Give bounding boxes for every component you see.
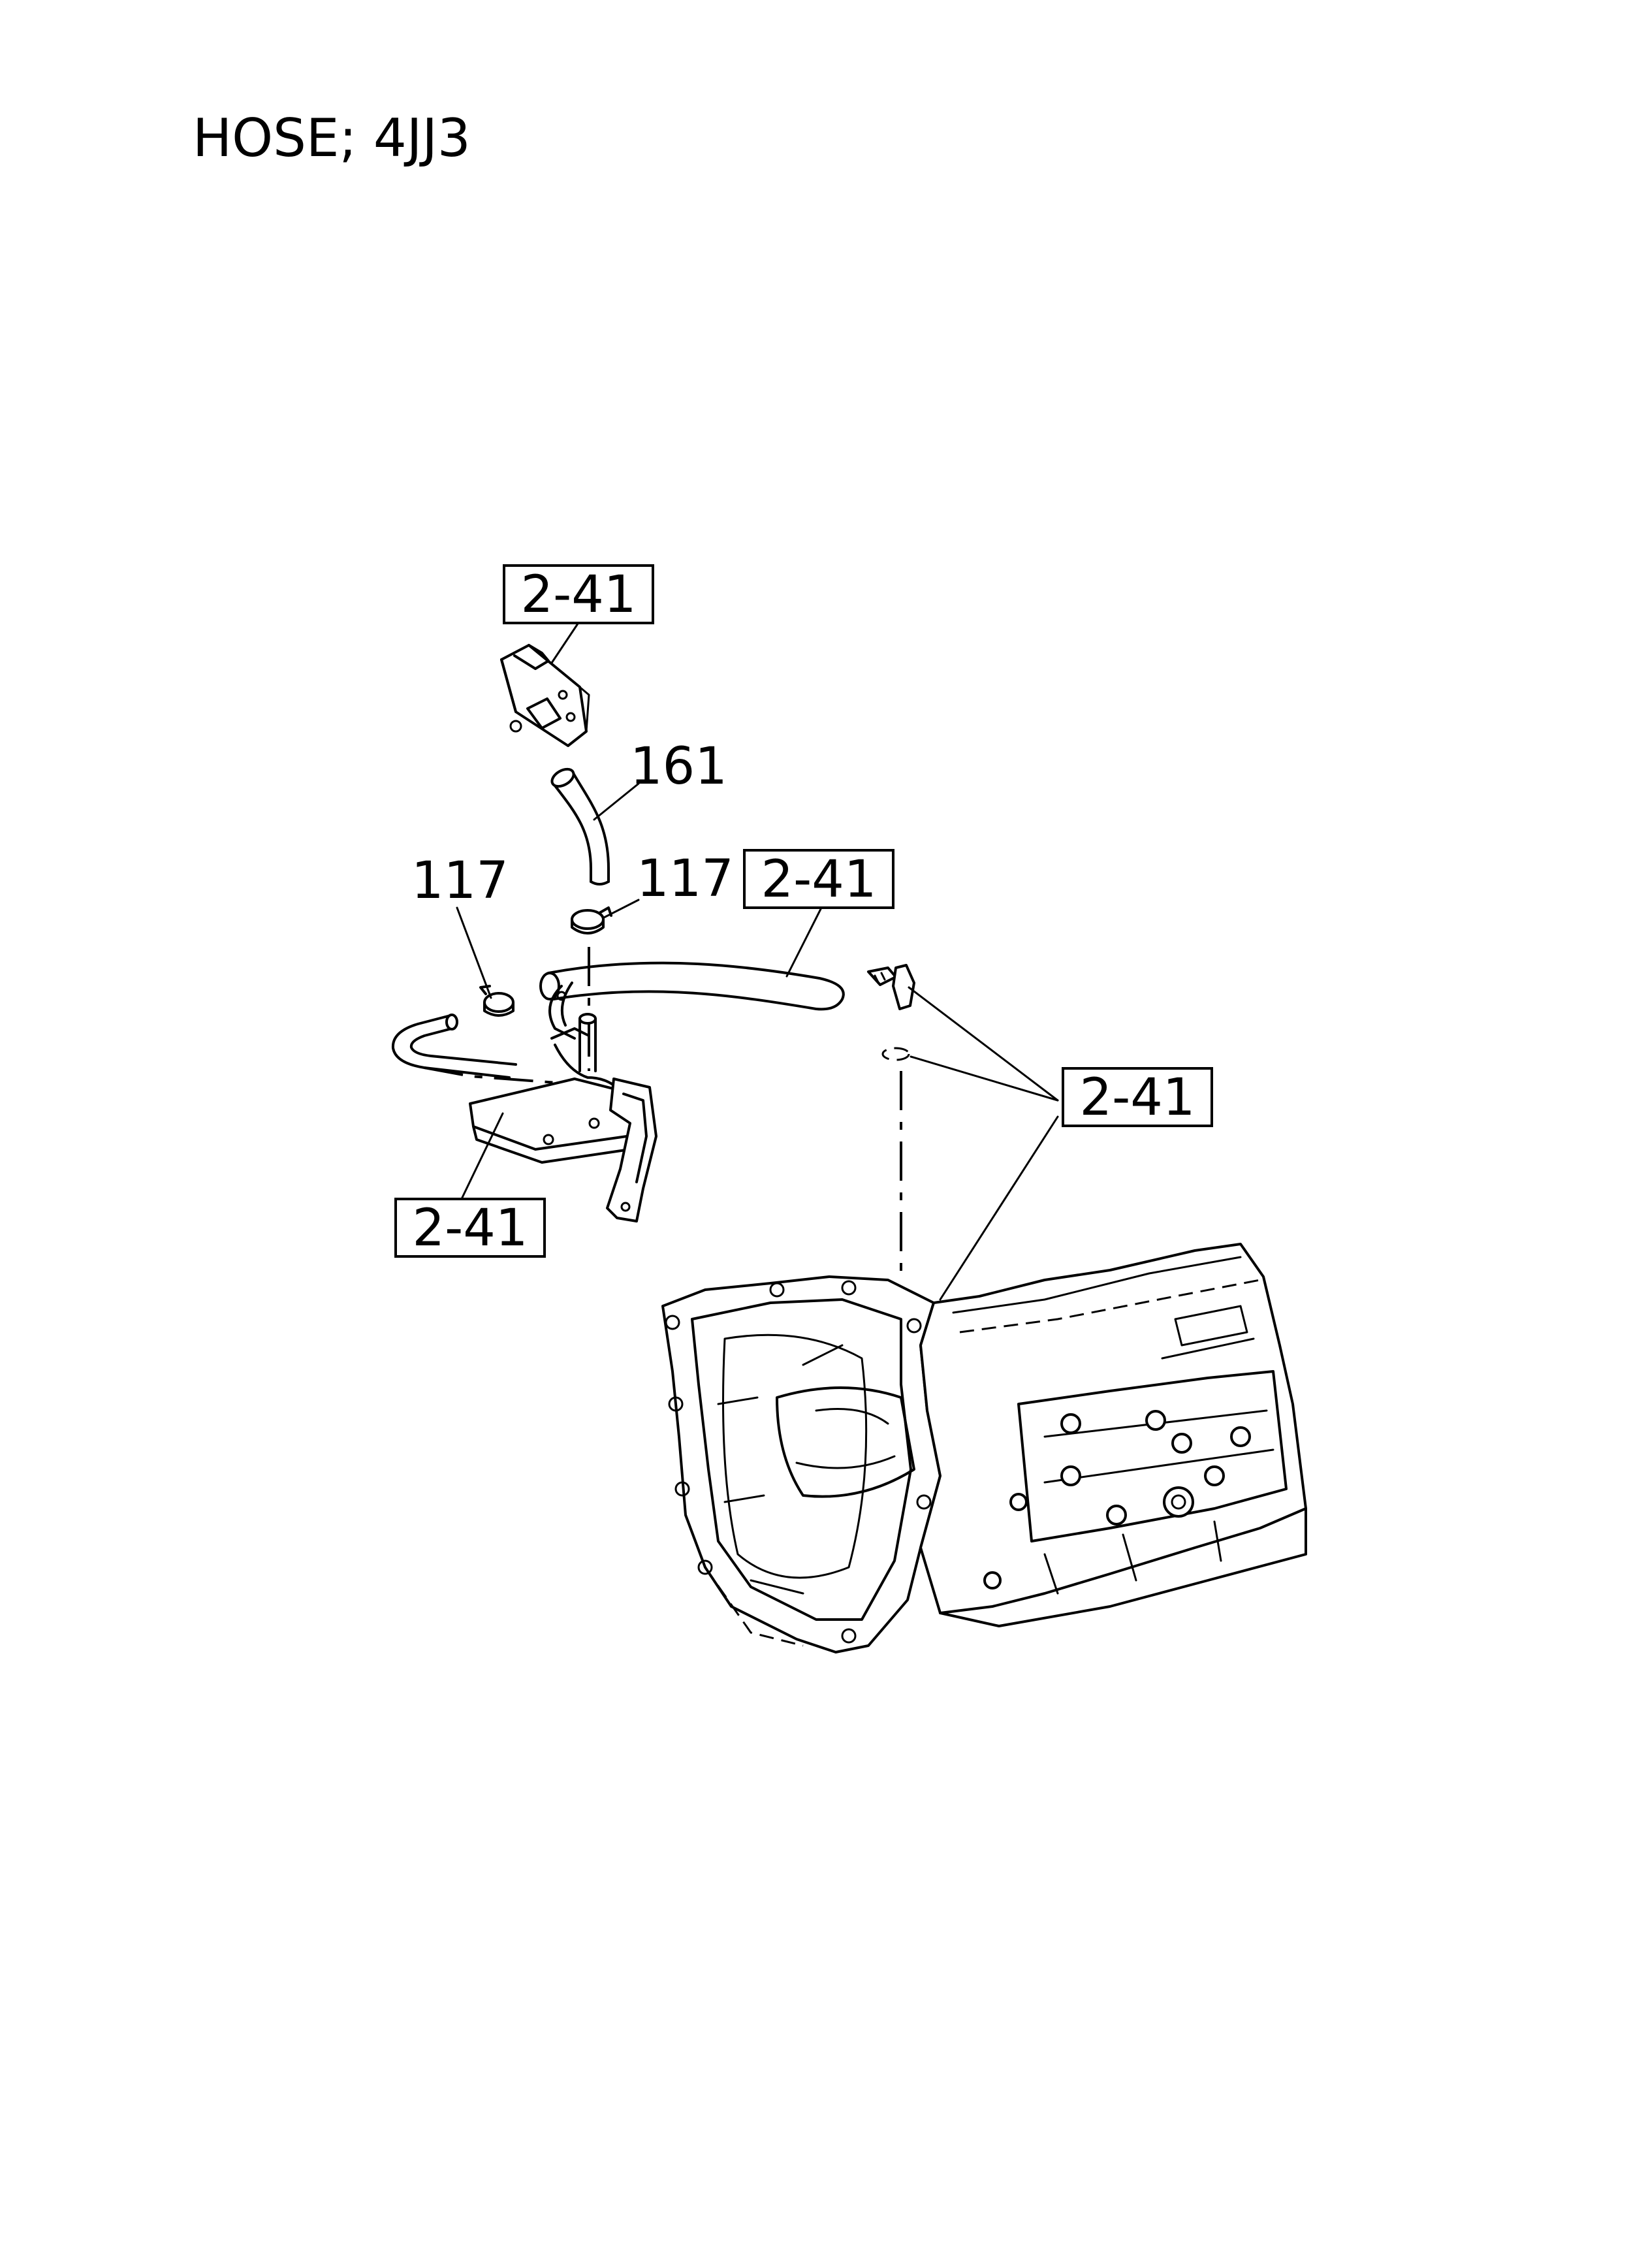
leader-ref-hose xyxy=(785,906,823,978)
elbow-fitting xyxy=(867,964,915,1010)
ref-right-label: 2-41 xyxy=(1079,1068,1195,1127)
leader-117-left xyxy=(456,906,492,999)
ref-bracket-label: 2-41 xyxy=(412,1199,528,1258)
leader-ref-right-c xyxy=(939,1115,1059,1301)
ref-box-hose xyxy=(743,849,894,909)
hose-161 xyxy=(550,767,610,886)
clamp-117-left xyxy=(479,985,514,1017)
bracket-pipe-assembly xyxy=(391,982,657,1222)
transmission xyxy=(661,1243,1307,1653)
ref-top-label: 2-41 xyxy=(520,566,636,624)
ref-box-top xyxy=(503,564,654,624)
leader-ref-bracket xyxy=(459,1112,504,1203)
clamp-117-right xyxy=(571,906,612,934)
leader-ref-right-b xyxy=(910,1055,1059,1102)
leader-ref-right-a xyxy=(908,986,1059,1102)
long-hose xyxy=(539,961,845,1011)
ref-box-bracket xyxy=(394,1198,546,1258)
leader-ref-top xyxy=(550,622,579,664)
leader-161 xyxy=(593,782,640,821)
breather-unit xyxy=(500,644,590,747)
leader-117-right xyxy=(603,899,640,919)
callout-117-left: 117 xyxy=(411,852,509,910)
ref-box-right xyxy=(1062,1067,1213,1127)
page-title: HOSE; 4JJ3 xyxy=(193,108,471,168)
gasket-ring xyxy=(881,1047,910,1061)
ref-hose-label: 2-41 xyxy=(761,850,876,909)
callout-161: 161 xyxy=(630,737,727,796)
callout-117-right: 117 xyxy=(637,850,734,908)
